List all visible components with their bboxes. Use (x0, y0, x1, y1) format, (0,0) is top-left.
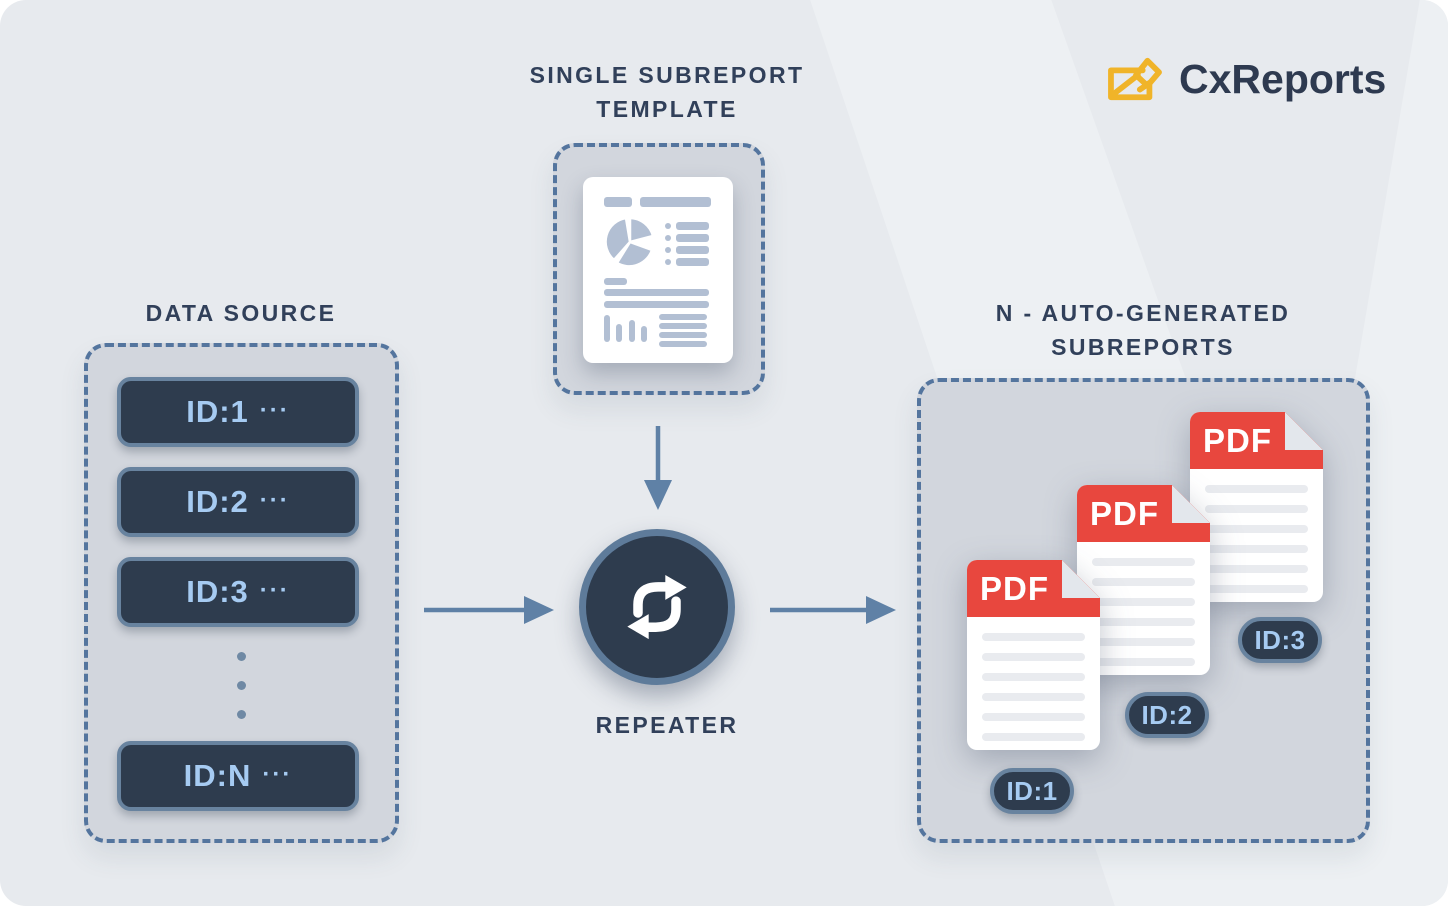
pdf-label: PDF (1203, 421, 1272, 459)
pdf-id-badge: ID:2 (1125, 692, 1209, 738)
pdf-text-lines (967, 617, 1100, 741)
doc-list-bar (676, 234, 709, 242)
repeat-icon (627, 574, 687, 640)
doc-chart-bar (641, 326, 647, 342)
envelope-icon (1108, 57, 1162, 101)
doc-chart-bar (629, 320, 635, 342)
pdf-id-badge: ID:3 (1238, 617, 1322, 663)
doc-header-bar (640, 197, 711, 207)
doc-bullet (665, 223, 671, 229)
datasource-record: ID:1 ··· (117, 377, 359, 447)
brand-logo: CxReports (1106, 54, 1386, 104)
doc-text-bar (659, 341, 707, 347)
doc-text-bar (604, 301, 709, 308)
record-ellipsis: ··· (262, 761, 293, 788)
more-records-dot (237, 652, 246, 661)
record-ellipsis: ··· (259, 397, 290, 424)
more-records-dot (237, 681, 246, 690)
record-id: ID:N (183, 758, 252, 793)
page-fold-corner (1062, 560, 1100, 598)
datasource-record: ID:2 ··· (117, 467, 359, 537)
doc-bullet (665, 235, 671, 241)
doc-list-bar (676, 246, 709, 254)
brand-name: CxReports (1179, 55, 1387, 102)
pdf-label: PDF (980, 569, 1049, 607)
datasource-section-title: DATA SOURCE (145, 300, 337, 326)
doc-chart-bar (616, 324, 622, 342)
pie-chart-glyph (604, 216, 655, 268)
record-ellipsis: ··· (259, 577, 290, 604)
doc-text-bar (659, 332, 707, 338)
repeater-label: REPEATER (595, 712, 739, 738)
datasource-record: ID:N ··· (117, 741, 359, 811)
doc-list-bar (676, 222, 709, 230)
datasource-container: ID:1 ··· ID:2 ··· ID:3 ··· ID:N ··· (84, 343, 399, 843)
more-records-dot (237, 710, 246, 719)
record-ellipsis: ··· (259, 487, 290, 514)
doc-text-bar (604, 278, 627, 285)
record-id: ID:3 (186, 574, 249, 609)
doc-list-bar (676, 258, 709, 266)
record-id: ID:1 (186, 394, 249, 429)
pdf-label: PDF (1090, 494, 1159, 532)
pdf-file-icon: PDF (967, 560, 1100, 750)
page-fold-corner (1172, 485, 1210, 523)
pdf-id-badge: ID:1 (990, 768, 1074, 814)
doc-text-bar (659, 314, 707, 320)
record-id: ID:2 (186, 484, 249, 519)
doc-bullet (665, 259, 671, 265)
datasource-record: ID:3 ··· (117, 557, 359, 627)
output-section-title: N - AUTO-GENERATED SUBREPORTS (995, 300, 1291, 360)
doc-text-bar (659, 323, 707, 329)
repeater-node (579, 529, 735, 685)
doc-chart-bar (604, 315, 610, 342)
doc-text-bar (604, 289, 709, 296)
report-template-icon (583, 177, 733, 363)
output-container: PDF PDF PDF (917, 378, 1370, 843)
page-fold-corner (1285, 412, 1323, 450)
doc-bullet (665, 247, 671, 253)
doc-header-bar (604, 197, 632, 207)
template-container (553, 143, 765, 395)
template-section-title: SINGLE SUBREPORT TEMPLATE (529, 62, 805, 122)
